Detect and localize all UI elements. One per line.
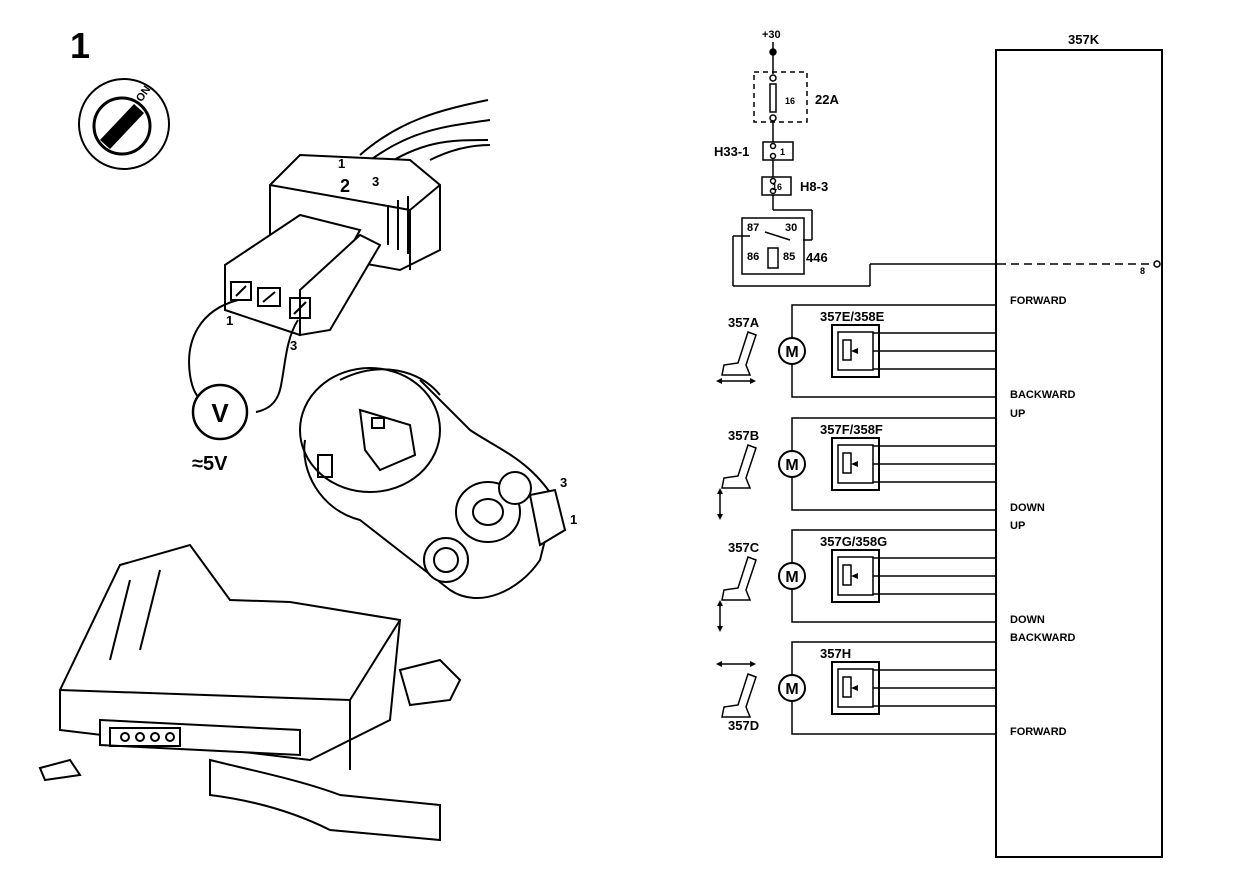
motor-symbol	[778, 674, 806, 702]
ecu-box	[995, 49, 1163, 858]
motor-circuit-2: M 357F/358F 357B UP DOWN	[717, 408, 1045, 520]
seat-label: 357A	[728, 315, 760, 330]
motor-circuit-3: M 357G/358G 357C UP DOWN	[717, 520, 1045, 632]
motor-circuit-1: M 357E/358E 357A FORWARD BACKWARD	[716, 295, 1075, 401]
direction-label-bottom: DOWN	[1010, 614, 1045, 626]
control-unit-illustration	[38, 543, 462, 842]
wiper-arrow-icon	[851, 461, 858, 467]
arrow-head-icon	[717, 514, 723, 520]
seat-icon	[721, 556, 757, 601]
wiper-arrow-icon	[851, 348, 858, 354]
h33-pin-label: 1	[780, 147, 785, 157]
arrow-head-icon	[716, 378, 722, 384]
ecu-pin-label: 8	[1140, 266, 1145, 276]
wiper-arrow-icon	[851, 573, 858, 579]
probe-pin-3-label: 3	[290, 338, 297, 353]
motor-symbol	[778, 337, 806, 365]
sensor-label: 357F/358F	[820, 422, 883, 437]
seat-label: 357C	[728, 540, 760, 555]
voltmeter-symbol: V	[211, 398, 229, 428]
seat-label: 357D	[728, 718, 759, 733]
relay-label: 446	[806, 250, 828, 265]
connector-illustration	[188, 99, 491, 413]
motor-symbol-label: M	[785, 681, 798, 698]
connector-pin-3-label: 3	[372, 174, 379, 189]
relay-terminal-87: 87	[747, 222, 759, 234]
fuse-label: 22A	[815, 92, 839, 107]
probe-pin-1-label: 1	[226, 313, 233, 328]
seat-icon	[721, 673, 757, 718]
ignition-switch-icon: ON	[78, 78, 170, 170]
sensor-label: 357G/358G	[820, 534, 887, 549]
arrow-head-icon	[750, 661, 756, 667]
motor-symbol-label: M	[785, 569, 798, 586]
motor-circuits: M 357E/358E 357A FORWARD BACKWARD M 357F/358F 3…	[716, 295, 1075, 738]
motor-symbol	[778, 562, 806, 590]
arrow-head-icon	[716, 661, 722, 667]
connector-pin-2-label: 2	[340, 176, 350, 196]
arrow-head-icon	[717, 626, 723, 632]
direction-label-top: FORWARD	[1010, 295, 1067, 307]
direction-label-bottom: BACKWARD	[1010, 389, 1075, 401]
sensor-resistor	[842, 452, 852, 474]
arrow-head-icon	[717, 600, 723, 606]
seat-label: 357B	[728, 428, 759, 443]
supply-feed	[732, 42, 1161, 287]
motor-illustration	[299, 367, 567, 600]
direction-label-bottom: FORWARD	[1010, 726, 1067, 738]
figure-number: 1	[70, 25, 90, 66]
direction-label-bottom: DOWN	[1010, 502, 1045, 514]
motor-symbol-label: M	[785, 344, 798, 361]
relay-terminal-30: 30	[785, 222, 797, 234]
sensor-resistor	[842, 339, 852, 361]
relay-terminal-86: 86	[747, 251, 759, 263]
relay-terminal-85: 85	[783, 251, 795, 263]
arrow-head-icon	[750, 378, 756, 384]
motor-circuit-4: M 357H 357D BACKWARD FORWARD	[716, 632, 1075, 738]
sensor-label: 357H	[820, 646, 851, 661]
seat-icon	[721, 444, 757, 489]
motor-symbol-label: M	[785, 457, 798, 474]
motor-pin-3-label: 3	[560, 475, 567, 490]
voltmeter: V	[191, 383, 249, 441]
h8-connector-label: H8-3	[800, 179, 828, 194]
direction-label-top: UP	[1010, 408, 1025, 420]
sensor-resistor	[842, 564, 852, 586]
sensor-label: 357E/358E	[820, 309, 885, 324]
sensor-resistor	[842, 676, 852, 698]
motor-pin-1-label: 1	[570, 512, 577, 527]
motor-symbol	[778, 450, 806, 478]
fuse-value: 16	[785, 96, 795, 106]
direction-label-top: BACKWARD	[1010, 632, 1075, 644]
supply-label: +30	[762, 29, 781, 41]
ecu-label: 357K	[1068, 32, 1100, 47]
seat-icon	[721, 331, 757, 376]
connector-pin-1-label: 1	[338, 156, 345, 171]
arrow-head-icon	[717, 488, 723, 494]
h8-pin-label: 16	[772, 182, 782, 192]
wiper-arrow-icon	[851, 685, 858, 691]
direction-label-top: UP	[1010, 520, 1025, 532]
voltage-reading: ≈5V	[192, 453, 228, 475]
h33-connector-label: H33-1	[714, 144, 749, 159]
